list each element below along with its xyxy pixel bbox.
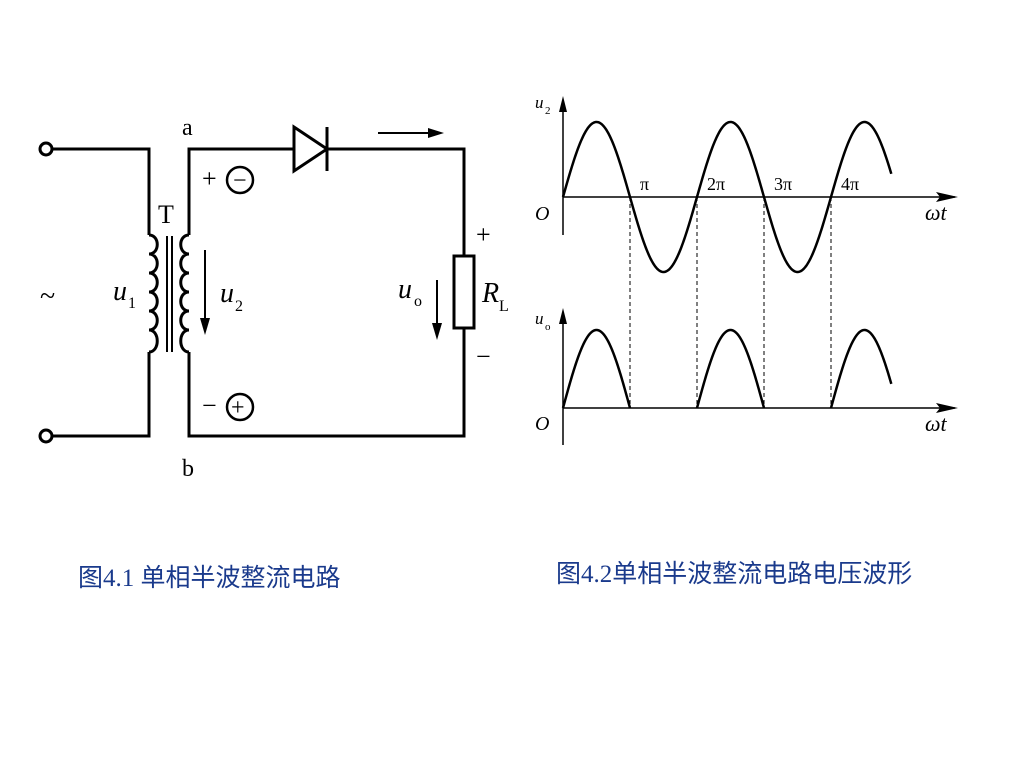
tick-labels: π 2π 3π 4π [640, 174, 859, 194]
ac-source-label: ~ [40, 281, 55, 312]
node-b-label: b [182, 456, 194, 482]
tick-label-4: 4π [841, 174, 859, 194]
transformer-label: T [158, 200, 174, 229]
bottom-origin-label: O [535, 413, 549, 435]
load-minus-sign: − [476, 342, 491, 371]
bottom-x-arrow [936, 403, 958, 413]
top-axis-label: u [535, 93, 544, 112]
uo-label: u [398, 274, 412, 305]
input-terminal-top [38, 141, 54, 157]
diode-symbol [292, 124, 330, 174]
caption-right: 图4.2单相半波整流电路电压波形 [556, 561, 913, 588]
uo-subscript: o [414, 293, 422, 310]
bottom-minus-sign: − [202, 391, 217, 420]
u2-subscript: 2 [235, 298, 243, 315]
primary-wire-bottom [52, 352, 151, 438]
load-resistor [452, 254, 476, 330]
top-axis-subscript: 2 [545, 105, 551, 117]
u2-arrow-head [200, 318, 210, 335]
top-plus-sign: + [202, 164, 217, 193]
top-x-label: ωt [925, 200, 948, 225]
uo-arrow-head [432, 323, 442, 340]
node-a-label: a [182, 115, 193, 141]
top-circle-sign: − [233, 168, 247, 194]
bottom-axis-label: u [535, 309, 544, 328]
polarity-circle-bottom [225, 392, 255, 422]
u1-label: u [113, 276, 127, 307]
bottom-circle-sign: + [231, 395, 245, 421]
circuit-diagram [38, 124, 476, 444]
top-x-arrow [936, 192, 958, 202]
polarity-circle-top [225, 165, 255, 195]
top-y-arrow [559, 96, 567, 112]
circuit-labels: a b T ~ u 1 u 2 u o R L + − − + + − [40, 115, 509, 482]
bottom-x-label: ωt [925, 411, 948, 436]
load-plus-sign: + [476, 220, 491, 249]
bottom-y-arrow [559, 308, 567, 324]
input-terminal-bottom [38, 428, 54, 444]
uo-hump-3 [829, 328, 893, 409]
load-subscript: L [499, 298, 509, 315]
axes [559, 96, 958, 445]
u2-waveform [561, 120, 893, 274]
current-arrow-head [428, 128, 444, 138]
bottom-axis-subscript: o [545, 321, 551, 333]
primary-wire-top [52, 147, 151, 235]
uo-hump-1 [561, 328, 632, 409]
tick-label-1: π [640, 174, 649, 194]
waveform-chart: π 2π 3π 4π u 2 u o O O ωt ωt [535, 93, 958, 445]
caption-left: 图4.1 单相半波整流电路 [78, 565, 341, 592]
tick-label-2: 2π [707, 174, 725, 194]
output-wire-top [327, 147, 466, 256]
secondary-wire-bottom [187, 328, 466, 438]
u2-label: u [220, 278, 234, 309]
tick-label-3: 3π [774, 174, 792, 194]
uo-hump-2 [695, 328, 766, 409]
uo-waveform [561, 328, 893, 409]
secondary-coil [179, 233, 190, 354]
secondary-wire-top [187, 147, 294, 235]
load-label: R [481, 278, 499, 309]
guide-lines [629, 197, 832, 408]
u1-subscript: 1 [128, 295, 136, 312]
primary-coil [148, 233, 159, 354]
top-origin-label: O [535, 203, 549, 225]
